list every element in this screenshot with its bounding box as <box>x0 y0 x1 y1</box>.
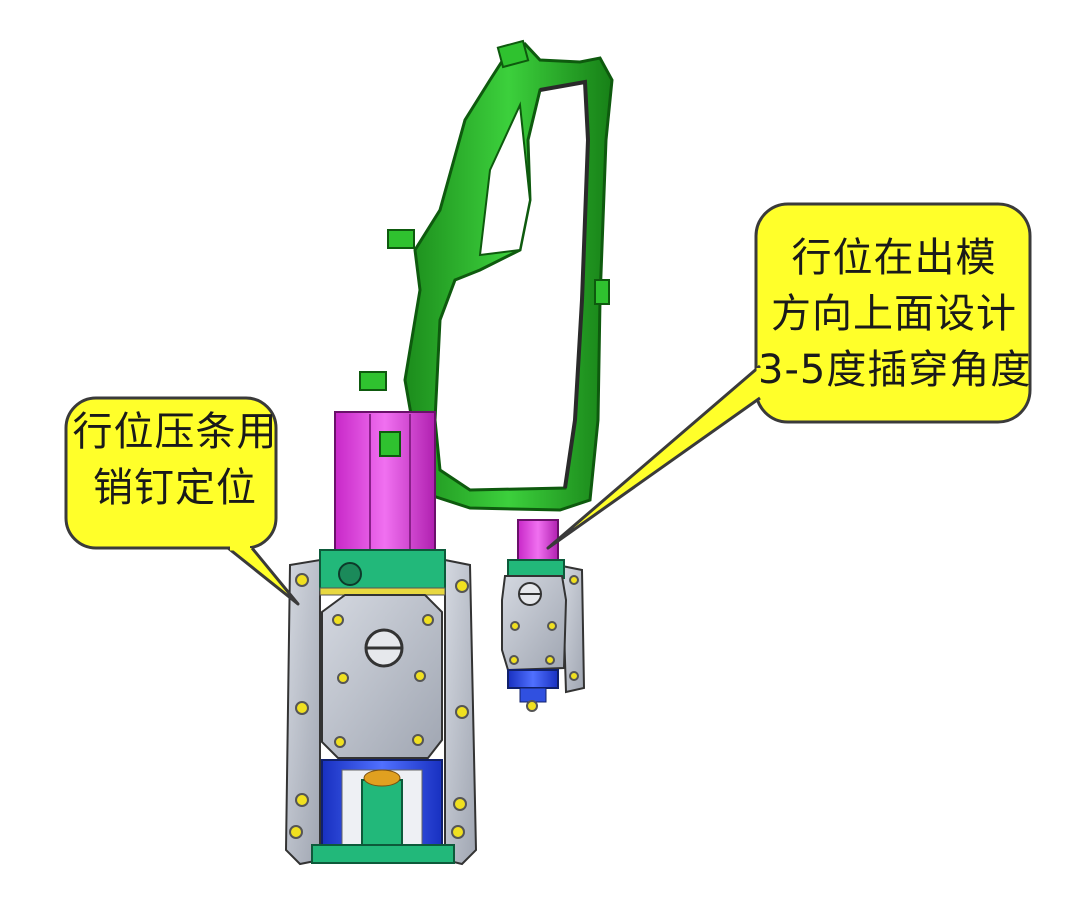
pin <box>545 655 555 665</box>
pin <box>455 705 469 719</box>
pin <box>332 614 344 626</box>
pin <box>547 621 557 631</box>
pin <box>451 825 465 839</box>
small-slider-body <box>517 519 559 566</box>
pin <box>334 736 346 748</box>
callout-line: 3-5度插穿角度 <box>758 347 1032 393</box>
pin <box>412 734 424 746</box>
pin <box>295 793 309 807</box>
callout-line: 方向上面设计 <box>771 291 1017 337</box>
pin <box>289 825 303 839</box>
pin <box>569 671 579 681</box>
callout-line: 销钉定位 <box>93 465 257 511</box>
pin <box>453 797 467 811</box>
pin <box>295 573 309 587</box>
large-slider-assembly <box>284 549 478 866</box>
callout-line: 行位压条用 <box>72 409 278 455</box>
pin-group <box>289 573 579 839</box>
pin <box>414 670 426 682</box>
pin <box>526 700 538 712</box>
callout-left-text: 行位压条用 销钉定位 <box>70 404 280 516</box>
callout-left <box>64 396 300 606</box>
pin <box>337 672 349 684</box>
pin <box>295 701 309 715</box>
callout-line: 行位在出模 <box>791 235 997 281</box>
callout-right-text: 行位在出模 方向上面设计 3-5度插穿角度 <box>758 230 1030 398</box>
large-slider-body <box>334 411 436 553</box>
callout-right <box>546 202 1032 550</box>
small-slider-assembly <box>501 559 586 703</box>
pin <box>422 614 434 626</box>
green-part-frame <box>359 39 614 512</box>
pin <box>510 621 520 631</box>
pin <box>569 575 579 585</box>
pin <box>455 579 469 593</box>
pin <box>509 655 519 665</box>
